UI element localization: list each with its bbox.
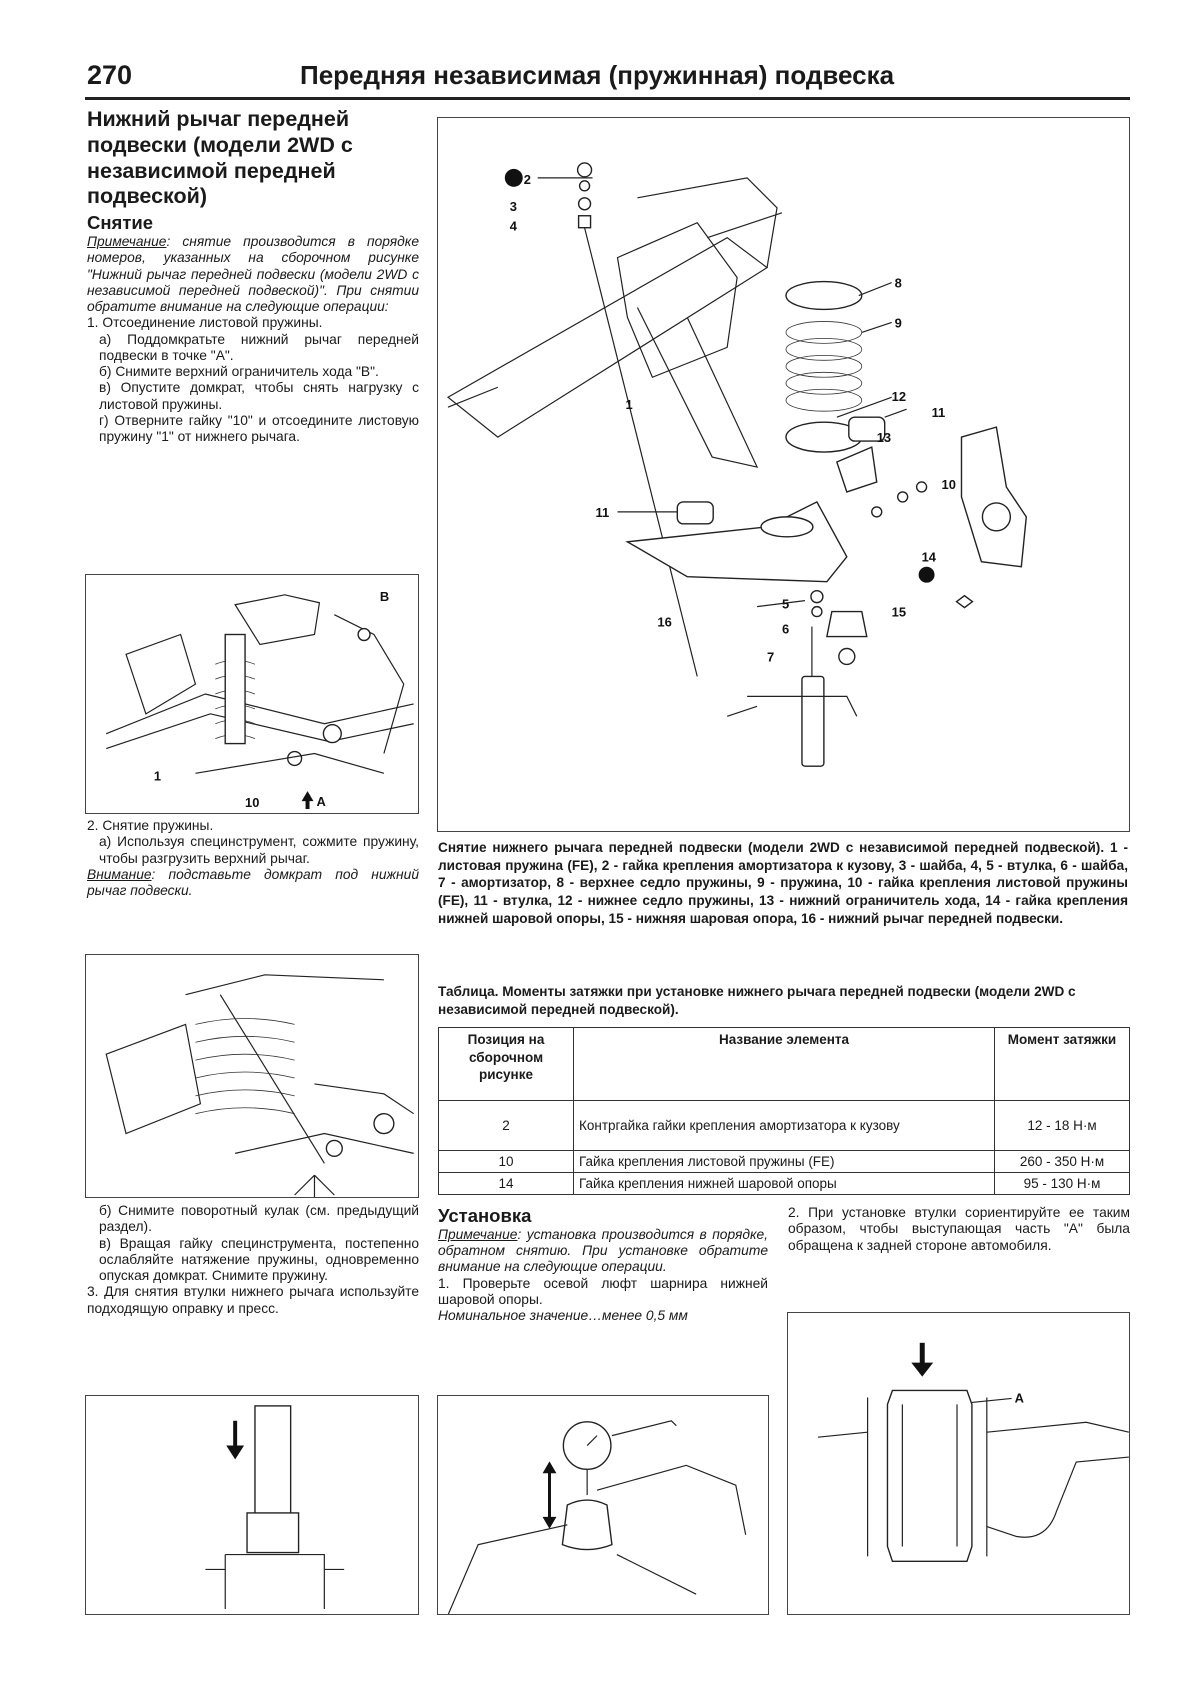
figure-bushing-press-svg	[205, 1405, 345, 1610]
press-arrow-icon	[226, 1445, 245, 1460]
step-2c: в) Вращая гайку специнструмента, постепе…	[99, 1235, 419, 1284]
table-header-position: Позиция на сборочном рисунке	[438, 1027, 574, 1101]
table-cell-torque: 260 - 350 Н·м	[994, 1150, 1130, 1173]
install-step-2-block: 2. При установке втулки сориентируйте ее…	[788, 1205, 1130, 1254]
diagram-label-8: 8	[895, 276, 902, 291]
diagram-label-2: 2	[524, 172, 531, 187]
figure-main-exploded-view: 2 3 4 8 9 1 12 11 13 10 11 14 16 5 6 15 …	[437, 117, 1130, 832]
diagram-label-11-upper: 11	[932, 405, 946, 420]
step-2: 2. Снятие пружины.	[87, 818, 214, 833]
diagram-label-3: 3	[510, 199, 517, 214]
step-2-cont-block: б) Снимите поворотный кулак (см. предыду…	[87, 1203, 419, 1317]
diagram-label-14: 14	[922, 550, 937, 565]
fig1-label-b: B	[380, 589, 389, 604]
figure-leaf-spring-svg: B 1 10 A	[106, 589, 414, 810]
install-step-1: 1. Проверьте осевой люфт шарнира нижней …	[438, 1275, 768, 1307]
diagram-label-12: 12	[892, 389, 906, 404]
removal-heading: Снятие	[87, 212, 154, 234]
table-header-torque: Момент затяжки	[994, 1027, 1130, 1101]
install-step-2: 2. При установке втулки сориентируйте ее…	[788, 1205, 1130, 1253]
table-row: 2 Контргайка гайки крепления амортизатор…	[438, 1100, 1130, 1151]
page-number: 270	[87, 60, 133, 90]
fig1-label-a: A	[316, 794, 325, 809]
figure-ball-joint-check	[437, 1395, 769, 1615]
table-cell-position: 14	[438, 1172, 574, 1195]
figure-spring-compressor-svg	[105, 974, 414, 1197]
jack-point-arrow-icon	[301, 791, 314, 810]
diagram-label-9: 9	[895, 315, 902, 330]
torque-marker-icon	[504, 168, 523, 187]
install-heading: Установка	[438, 1205, 532, 1226]
table-cell-torque: 95 - 130 Н·м	[994, 1172, 1130, 1195]
step-2a: а) Используя специнструмент, сожмите пру…	[99, 834, 419, 866]
diagram-label-10: 10	[942, 477, 956, 492]
nominal-value: Номинальное значение…менее 0,5 мм	[438, 1308, 688, 1324]
step-2b: б) Снимите поворотный кулак (см. предыду…	[99, 1203, 419, 1235]
torque-table-caption: Таблица. Моменты затяжки при установке н…	[438, 984, 1076, 1017]
header-rule	[85, 97, 1130, 100]
fig1-label-10: 10	[245, 795, 259, 810]
bushing-label-a: A	[1015, 1390, 1024, 1405]
main-figure-caption: Снятие нижнего рычага передней подвески …	[438, 840, 1128, 926]
table-cell-position: 10	[438, 1150, 574, 1173]
table-header-row: Позиция на сборочном рисунке Название эл…	[438, 1027, 1130, 1101]
diagram-label-5: 5	[782, 597, 789, 612]
torque-table: Позиция на сборочном рисунке Название эл…	[438, 1027, 1130, 1195]
note-label: Примечание	[87, 234, 167, 250]
table-row: 14 Гайка крепления нижней шаровой опоры …	[438, 1172, 1130, 1195]
diagram-label-13: 13	[877, 430, 891, 445]
diagram-label-15: 15	[892, 605, 906, 620]
step-1: 1. Отсоединение листовой пружины.	[87, 315, 323, 331]
figure-bushing-press	[85, 1395, 419, 1615]
step-1c: в) Опустите домкрат, чтобы снять нагрузк…	[99, 380, 419, 412]
install-note-label: Примечание	[438, 1226, 518, 1242]
torque-marker-icon-2	[918, 566, 935, 583]
step-1d: г) Отверните гайку "10" и отсоедините ли…	[99, 412, 419, 445]
page-title: Передняя независимая (пружинная) подвеск…	[300, 60, 895, 90]
step-3: 3. Для снятия втулки нижнего рычага испо…	[87, 1284, 419, 1316]
removal-note: Примечание: снятие производится в порядк…	[87, 234, 419, 315]
table-header-element: Название элемента	[573, 1027, 995, 1101]
figure-spring-compressor	[85, 954, 419, 1198]
diagram-label-4: 4	[510, 219, 518, 234]
install-note-text: : установка производится в порядке, обра…	[438, 1226, 768, 1275]
removal-text-block: Нижний рычаг передней подвески (модели 2…	[87, 107, 419, 445]
warning-text: : подставьте домкрат под нижний рычаг по…	[87, 866, 419, 899]
table-cell-position: 2	[438, 1100, 574, 1151]
table-row: 10 Гайка крепления листовой пружины (FE)…	[438, 1150, 1130, 1173]
diagram-label-11-lower: 11	[596, 505, 610, 520]
figure-ball-joint-svg	[447, 1420, 747, 1614]
orientation-arrow-icon	[911, 1362, 934, 1377]
warning-label: Внимание	[87, 866, 152, 882]
section-title: Нижний рычаг передней подвески (модели 2…	[87, 107, 353, 209]
diagram-label-6: 6	[782, 622, 789, 637]
step-1b: б) Снимите верхний ограничитель хода "B"…	[99, 364, 379, 380]
note-text: : снятие производится в порядке номеров,…	[87, 234, 419, 315]
step-1a: а) Поддомкратьте нижний рычаг передней п…	[99, 331, 419, 363]
fig1-label-1: 1	[154, 768, 161, 783]
exploded-view-svg: 2 3 4 8 9 1 12 11 13 10 11 14 16 5 6 15 …	[446, 162, 1028, 767]
diagram-label-1: 1	[625, 397, 632, 412]
table-cell-element: Гайка крепления нижней шаровой опоры	[573, 1172, 995, 1195]
install-note: Примечание: установка производится в пор…	[438, 1227, 768, 1276]
table-cell-element: Контргайка гайки крепления амортизатора …	[573, 1100, 995, 1151]
warning: Внимание: подставьте домкрат под нижний …	[87, 867, 419, 900]
install-text-block: Установка Примечание: установка производ…	[438, 1203, 768, 1324]
diagram-label-16: 16	[657, 615, 671, 630]
figure-bushing-orientation: A	[787, 1312, 1130, 1615]
step-2-block: 2. Снятие пружины. а) Используя специнст…	[87, 818, 419, 899]
diagram-label-7: 7	[767, 649, 774, 664]
table-cell-element: Гайка крепления листовой пружины (FE)	[573, 1150, 995, 1173]
figure-leaf-spring-disconnect: B 1 10 A	[85, 574, 419, 814]
figure-bushing-orientation-svg: A	[817, 1342, 1129, 1563]
table-cell-torque: 12 - 18 Н·м	[994, 1100, 1130, 1151]
